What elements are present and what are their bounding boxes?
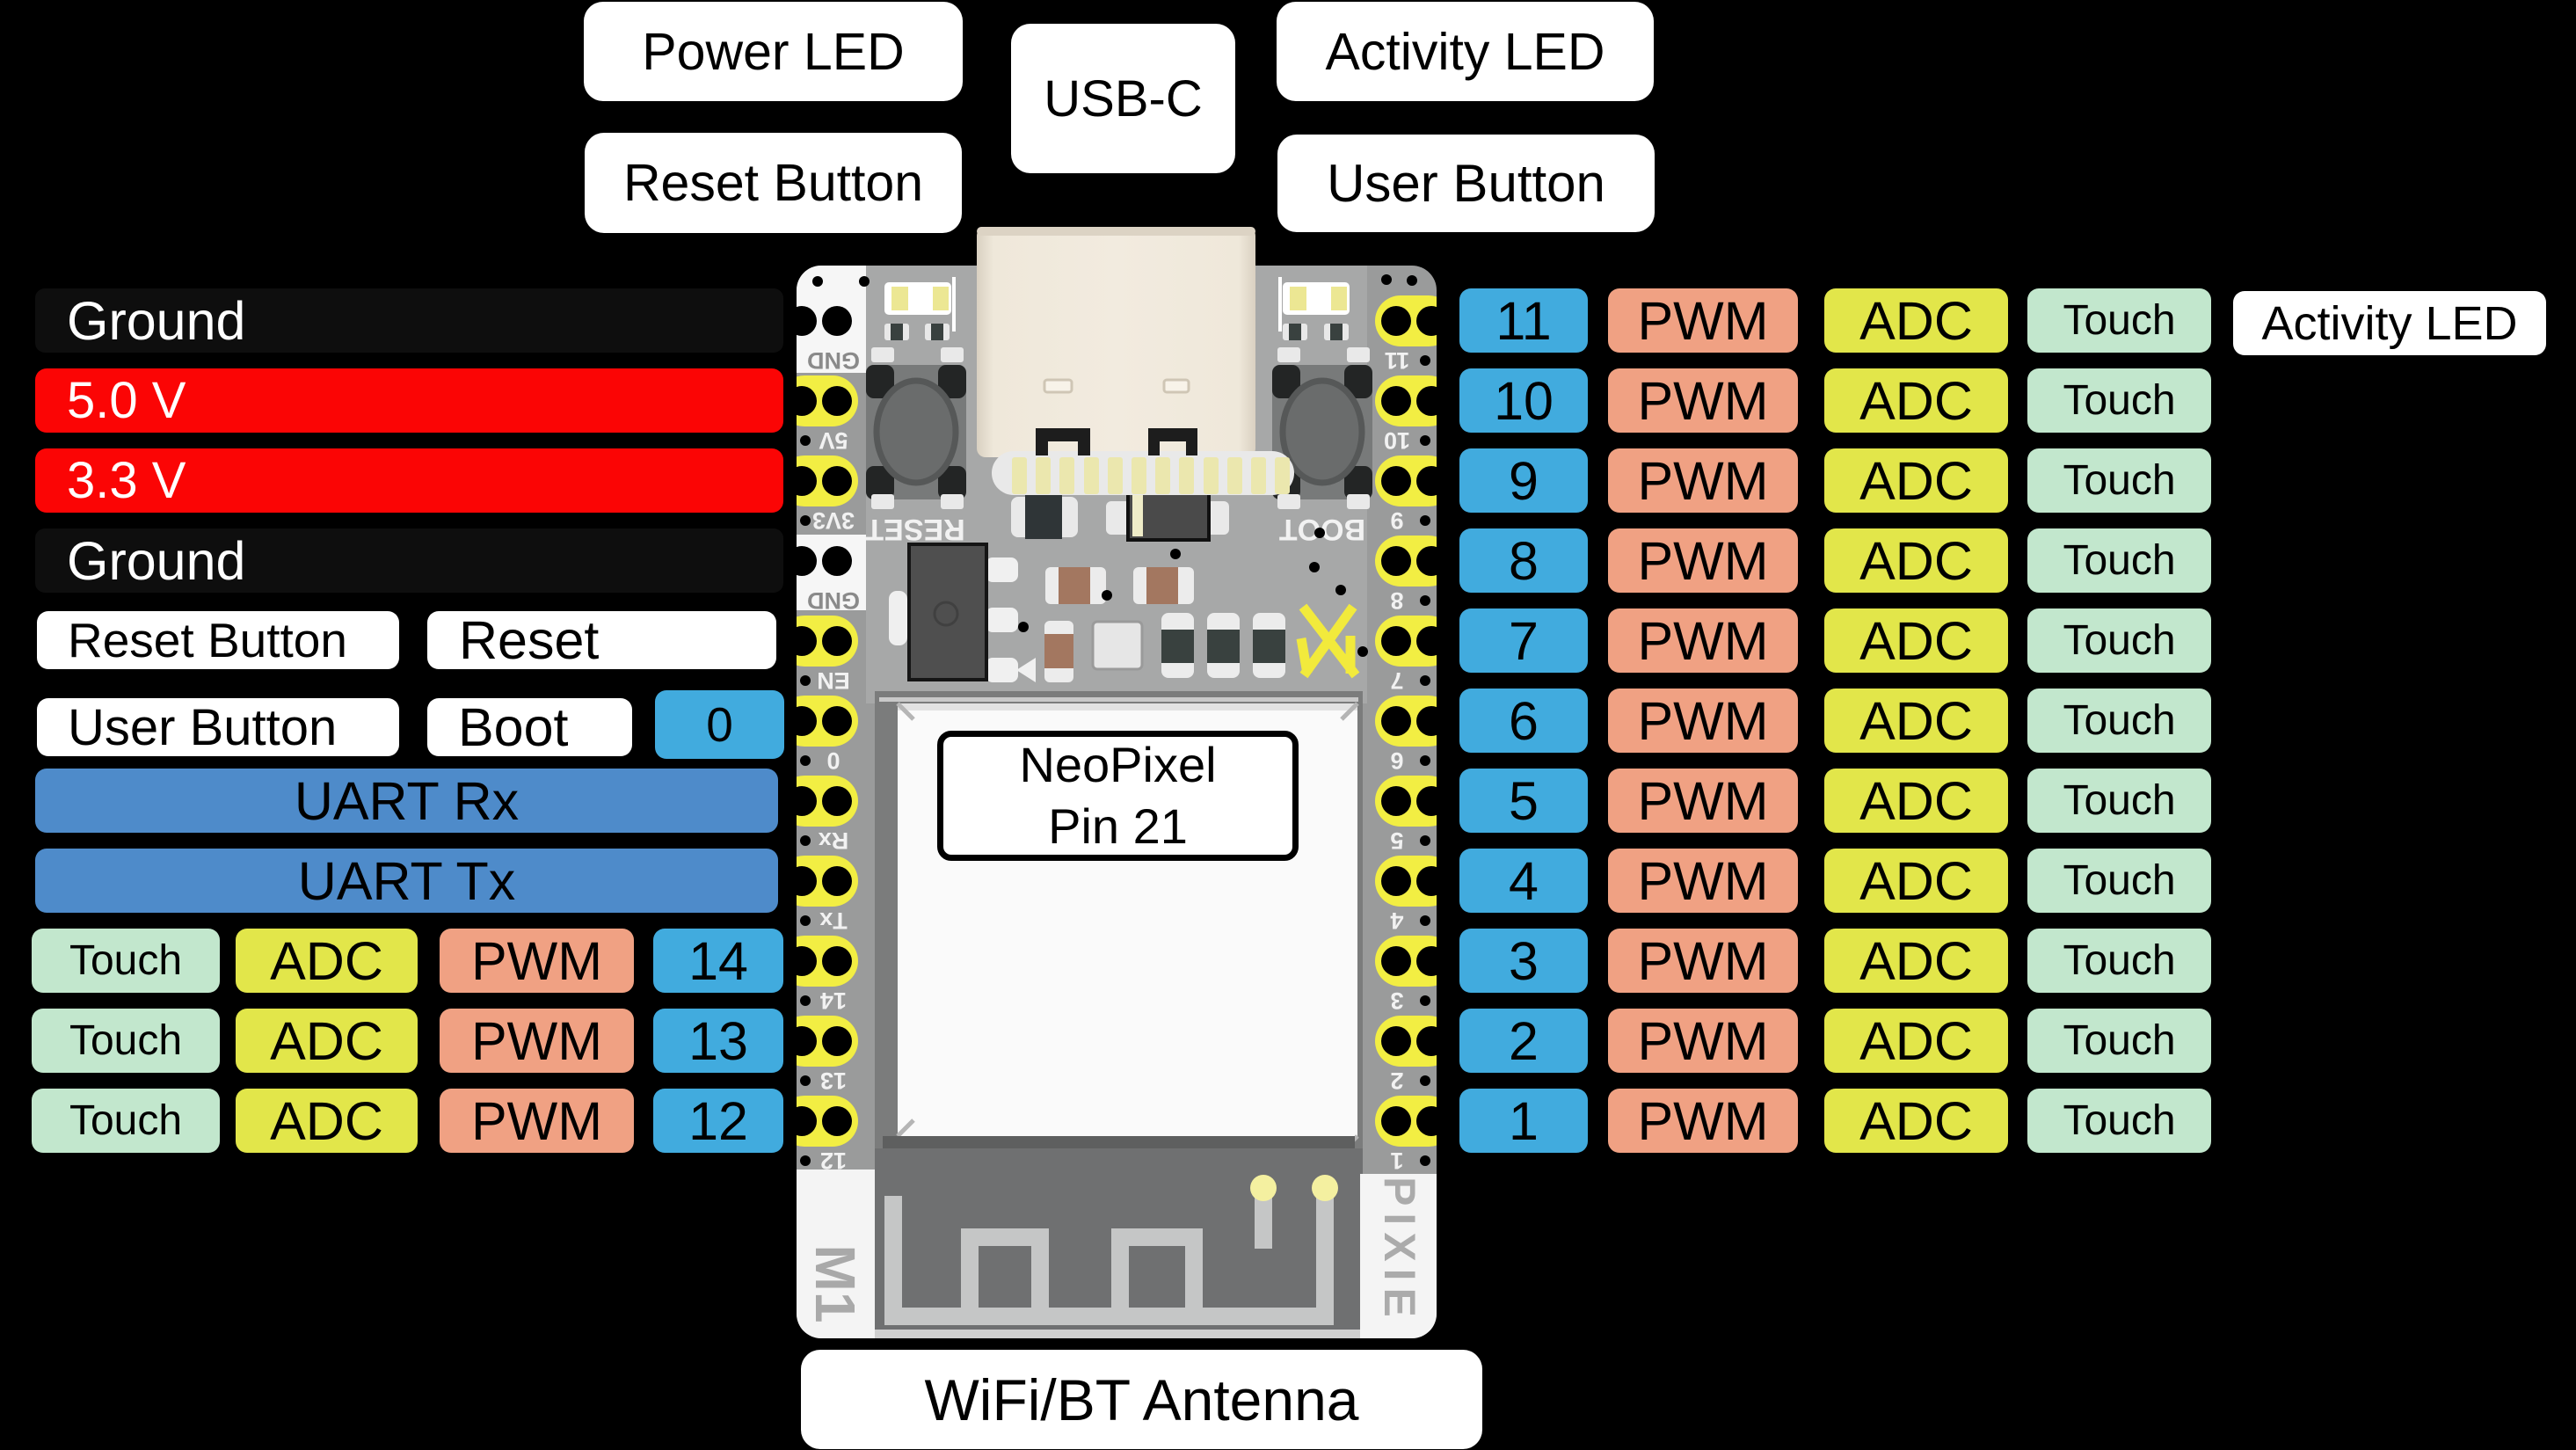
svg-text:3: 3 (1390, 987, 1403, 1014)
svg-text:GND: GND (807, 347, 860, 374)
svg-text:14: 14 (820, 987, 847, 1014)
svg-text:EN: EN (817, 667, 850, 694)
svg-text:4: 4 (1390, 907, 1403, 934)
svg-text:6: 6 (1390, 747, 1403, 774)
svg-text:M1: M1 (804, 1245, 867, 1323)
svg-text:2: 2 (1390, 1067, 1403, 1094)
svg-text:Tx: Tx (819, 907, 848, 934)
svg-text:1: 1 (1390, 1148, 1403, 1174)
svg-text:7: 7 (1390, 667, 1403, 694)
svg-text:12: 12 (820, 1148, 847, 1174)
svg-text:RESET: RESET (865, 513, 965, 546)
svg-text:5V: 5V (819, 427, 848, 454)
svg-text:3V3: 3V3 (812, 507, 855, 534)
svg-text:Rx: Rx (819, 827, 849, 854)
svg-text:GND: GND (807, 587, 860, 614)
svg-text:8: 8 (1390, 587, 1403, 614)
svg-text:0: 0 (826, 747, 840, 774)
svg-text:9: 9 (1390, 507, 1403, 534)
svg-text:11: 11 (1385, 347, 1410, 374)
svg-text:5: 5 (1390, 827, 1403, 854)
svg-text:10: 10 (1384, 427, 1410, 454)
svg-text:13: 13 (820, 1067, 847, 1094)
svg-text:PIXIE: PIXIE (1375, 1177, 1424, 1324)
